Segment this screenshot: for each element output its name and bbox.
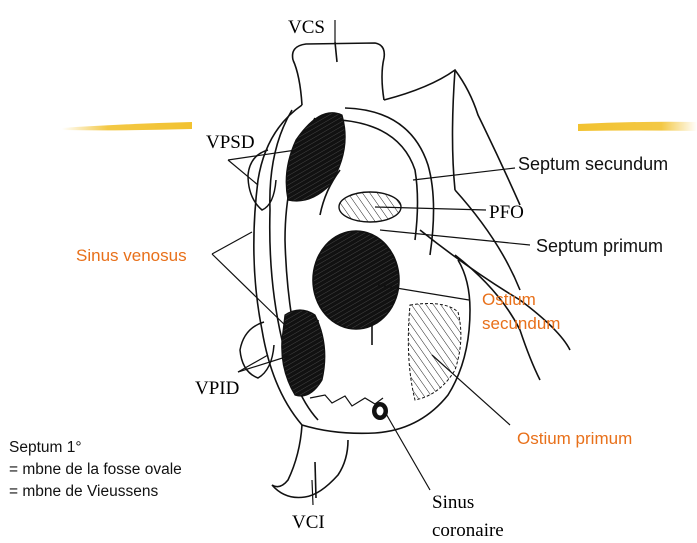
superior-vena-cava xyxy=(293,42,385,105)
label-ostium-secundum-1: Ostium xyxy=(482,290,536,309)
label-ostium-primum: Ostium primum xyxy=(517,429,632,448)
label-sinus-coronaire-1: Sinus xyxy=(432,492,474,513)
vpsd-dark-region xyxy=(286,113,345,201)
note-line-2: = mbne de la fosse ovale xyxy=(9,459,182,481)
highlight-stroke-right xyxy=(578,122,697,131)
coronary-sinus-lumen xyxy=(377,407,384,416)
inferior-vena-cava xyxy=(272,425,348,498)
label-sinus-coronaire-2: coronaire xyxy=(432,520,504,541)
inferior-wall-edge xyxy=(310,395,383,406)
label-pfo: PFO xyxy=(489,202,524,223)
ostium-secundum-region xyxy=(313,231,399,329)
note-line-3: = mbne de Vieussens xyxy=(9,481,182,503)
label-vpsd: VPSD xyxy=(206,132,255,153)
label-vpid: VPID xyxy=(195,378,239,399)
label-sinus-venosus: Sinus venosus xyxy=(76,246,187,265)
label-ostium-secundum-2: secundum xyxy=(482,314,560,333)
label-septum-secundum: Septum secundum xyxy=(518,154,668,174)
label-vcs: VCS xyxy=(288,17,325,38)
label-septum-primum: Septum primum xyxy=(536,236,663,256)
label-vci: VCI xyxy=(292,512,325,533)
note-line-1: Septum 1° xyxy=(9,437,182,459)
vpid-dark-region xyxy=(282,310,325,396)
septum-note: Septum 1° = mbne de la fosse ovale = mbn… xyxy=(9,437,182,503)
highlight-stroke-left xyxy=(62,122,192,130)
